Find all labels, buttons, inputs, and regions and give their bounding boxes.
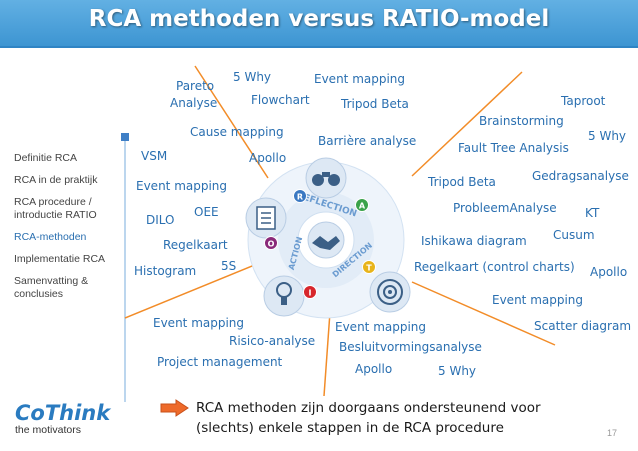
method-tripod-beta: Tripod Beta	[341, 97, 409, 111]
badge-i: I	[303, 285, 317, 299]
slide-title: RCA methoden versus RATIO-model	[88, 6, 550, 32]
method-ishikawa-diagram: Ishikawa diagram	[421, 234, 527, 248]
footer-line-2: (slechts) enkele stappen in de RCA proce…	[196, 420, 504, 436]
method-apollo: Apollo	[590, 265, 628, 279]
badge-r: R	[293, 189, 307, 203]
arrow-right-icon	[160, 399, 189, 417]
badge-o-letter: O	[268, 240, 275, 249]
cothink-logo: CoThink the motivators	[15, 401, 111, 442]
method-5-why: 5 Why	[588, 129, 627, 143]
badge-i-letter: I	[309, 289, 312, 298]
method-flowchart: Flowchart	[251, 93, 310, 107]
method-risico-analyse: Risico-analyse	[229, 334, 316, 348]
method-event-mapping: Event mapping	[314, 72, 406, 86]
badge-a: A	[355, 198, 369, 212]
method-5-why: 5 Why	[233, 70, 272, 84]
divider-line-bottom-right	[411, 281, 556, 346]
method-regelkaart: Regelkaart	[163, 238, 228, 252]
method-event-mapping: Event mapping	[335, 320, 427, 334]
sidebar-divider-marker	[121, 133, 129, 141]
divider-line-top-left	[194, 65, 269, 179]
method-pareto: Pareto	[176, 79, 215, 93]
sidebar-item-rca-procedure[interactable]: RCA procedure / introductie RATIO	[14, 196, 97, 221]
method-5s: 5S	[221, 259, 237, 273]
method-histogram: Histogram	[134, 264, 197, 278]
method-regelkaart-control-charts: Regelkaart (control charts)	[414, 260, 575, 274]
sidebar-nav: Definitie RCA RCA in de praktijk RCA pro…	[14, 152, 124, 310]
badge-r-letter: R	[297, 193, 303, 202]
method-brainstorming: Brainstorming	[479, 114, 564, 128]
method-cusum: Cusum	[553, 228, 595, 242]
sidebar-divider	[124, 139, 126, 402]
sidebar-item-implementatie-rca[interactable]: Implementatie RCA	[14, 253, 106, 265]
footer-line-1: RCA methoden zijn doorgaans ondersteunen…	[196, 400, 541, 416]
divider-line-top-right	[411, 71, 523, 177]
method-oee: OEE	[194, 205, 219, 219]
method-besluitvormingsanalyse: Besluitvormingsanalyse	[339, 340, 482, 354]
page-number: 17	[607, 428, 618, 438]
handshake-icon	[307, 221, 345, 259]
sidebar-item-rca-praktijk[interactable]: RCA in de praktijk	[14, 174, 98, 186]
binoculars-icon	[305, 157, 347, 199]
method-tripod-beta: Tripod Beta	[428, 175, 496, 189]
method-probleemanalyse: ProbleemAnalyse	[453, 201, 557, 215]
method-project-management: Project management	[157, 355, 283, 369]
target-icon	[369, 271, 411, 313]
logo-tagline: the motivators	[15, 424, 81, 436]
method-cause-mapping: Cause mapping	[190, 125, 284, 139]
method-apollo: Apollo	[355, 362, 393, 376]
method-dilo: DILO	[146, 213, 175, 227]
method-vsm: VSM	[141, 149, 168, 163]
badge-t: T	[362, 260, 376, 274]
method-analyse: Analyse	[170, 96, 218, 110]
method-event-mapping: Event mapping	[153, 316, 245, 330]
idea-hand-icon	[263, 275, 305, 317]
method-event-mapping: Event mapping	[136, 179, 228, 193]
method-barriere-analyse: Barrière analyse	[318, 134, 417, 148]
sidebar-item-samenvatting[interactable]: Samenvatting & conclusies	[14, 275, 89, 300]
checklist-icon	[245, 197, 287, 239]
badge-t-letter: T	[366, 264, 372, 273]
method-fault-tree-analysis: Fault Tree Analysis	[458, 141, 569, 155]
method-gedragsanalyse: Gedragsanalyse	[532, 169, 629, 183]
divider-line-left	[124, 261, 263, 319]
footer-statement: RCA methoden zijn doorgaans ondersteunen…	[196, 398, 541, 438]
method-taproot: Taproot	[561, 94, 606, 108]
method-5-why: 5 Why	[438, 364, 477, 378]
badge-o: O	[264, 236, 278, 250]
method-scatter-diagram: Scatter diagram	[534, 319, 632, 333]
slide-header: RCA methoden versus RATIO-model	[0, 0, 638, 48]
sidebar-item-rca-methoden[interactable]: RCA-methoden	[14, 231, 87, 243]
logo-brand: CoThink	[15, 401, 111, 425]
badge-a-letter: A	[359, 202, 366, 211]
method-apollo: Apollo	[249, 151, 287, 165]
method-event-mapping: Event mapping	[492, 293, 584, 307]
divider-line-bottom	[323, 311, 331, 397]
method-kt: KT	[585, 206, 600, 220]
sidebar-item-definitie-rca[interactable]: Definitie RCA	[14, 152, 78, 164]
